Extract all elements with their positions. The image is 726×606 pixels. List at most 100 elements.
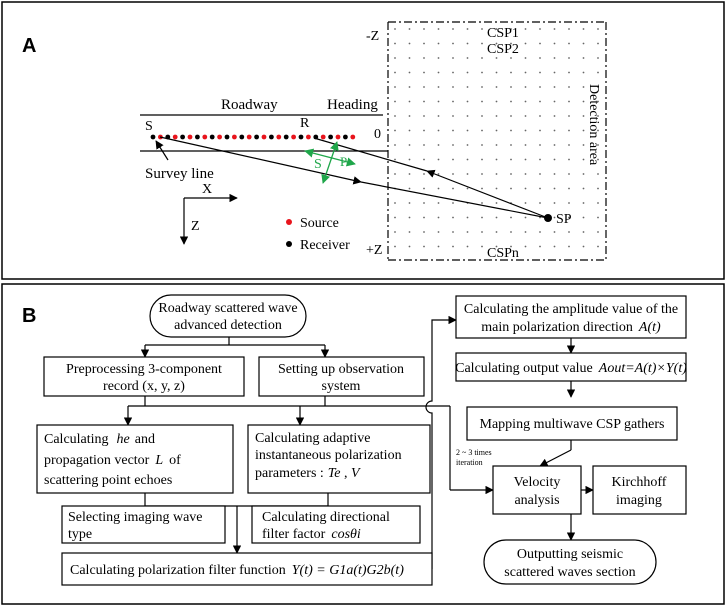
p-wave-polarization bbox=[304, 148, 356, 167]
imaging-type-box bbox=[61, 505, 226, 544]
velocity-line2: analysis bbox=[514, 493, 559, 508]
source-point bbox=[187, 134, 193, 140]
calc-he-box bbox=[36, 424, 234, 494]
panel-b: B Roadway scattered wave advanced detect… bbox=[1, 283, 725, 605]
source-point bbox=[261, 134, 267, 140]
filter-fn-line: Calculating polarization filter function… bbox=[70, 563, 404, 578]
s-wave-label: S bbox=[314, 157, 322, 172]
panel-b-frame bbox=[1, 283, 725, 605]
amplitude-box bbox=[455, 295, 687, 339]
kirchhoff-line1: Kirchhoff bbox=[612, 475, 667, 490]
adaptive-line1: Calculating adaptive bbox=[255, 431, 370, 446]
receiver-point bbox=[209, 134, 215, 140]
conn-filter-to-amplitude bbox=[425, 315, 457, 569]
filter-fn-box bbox=[61, 552, 433, 586]
iteration-line1: 2 ~ 3 times bbox=[456, 448, 492, 457]
receiver-point bbox=[269, 134, 274, 140]
source-point bbox=[202, 134, 208, 140]
iteration-line2: iteration bbox=[456, 458, 483, 467]
receiver-point bbox=[343, 134, 348, 140]
pos-z-label: +Z bbox=[366, 243, 382, 258]
start-box bbox=[149, 294, 307, 338]
calc-he-line3: scattering point echoes bbox=[44, 473, 172, 488]
panel-a-frame bbox=[1, 1, 725, 280]
csp1-label: CSP1 bbox=[487, 26, 519, 41]
receiver-point bbox=[283, 134, 289, 140]
observation-box bbox=[258, 356, 425, 397]
source-point bbox=[276, 134, 282, 140]
mapping-box bbox=[466, 406, 678, 441]
start-box-line1: Roadway scattered wave bbox=[158, 301, 297, 316]
zero-label: 0 bbox=[374, 127, 381, 142]
receiver-point bbox=[180, 134, 186, 140]
z-axis-label: Z bbox=[191, 219, 200, 234]
detection-area-grid bbox=[388, 22, 606, 260]
panel-a: A -Z +Z 0 CSP1 CSP2 CSPn Detection area … bbox=[1, 1, 725, 280]
receiver-point bbox=[254, 134, 259, 140]
observation-line2: system bbox=[322, 379, 361, 394]
panel-b-letter: B bbox=[22, 305, 36, 327]
p-wave-label: P bbox=[340, 154, 347, 169]
velocity-line1: Velocity bbox=[514, 475, 561, 490]
cspn-label: CSPn bbox=[487, 246, 519, 261]
start-box-line2: advanced detection bbox=[174, 318, 282, 333]
receiver-point bbox=[328, 134, 333, 140]
s-point-label: S bbox=[145, 119, 153, 134]
preprocess-box bbox=[43, 356, 245, 397]
source-point bbox=[306, 134, 311, 140]
preprocess-line2: record (x, y, z) bbox=[103, 379, 185, 394]
amplitude-line1: Calculating the amplitude value of the bbox=[464, 302, 678, 317]
heading-label: Heading bbox=[327, 97, 378, 113]
source-point bbox=[172, 134, 178, 140]
ray-sp-to-receiver-arrow bbox=[426, 169, 549, 219]
sp-label: SP bbox=[556, 212, 572, 227]
survey-line-label: Survey line bbox=[145, 166, 214, 182]
source-point bbox=[246, 134, 252, 140]
source-point bbox=[320, 134, 326, 140]
source-point bbox=[232, 134, 237, 140]
outputting-box bbox=[483, 539, 657, 585]
csp2-label: CSP2 bbox=[487, 42, 519, 57]
mapping-line: Mapping multiwave CSP gathers bbox=[480, 417, 665, 432]
observation-line1: Setting up observation bbox=[278, 362, 404, 377]
legend-receiver-label: Receiver bbox=[300, 238, 350, 253]
source-point bbox=[335, 134, 341, 140]
adaptive-box bbox=[247, 424, 431, 494]
legend-receiver-marker bbox=[286, 241, 292, 247]
output-value-box bbox=[455, 352, 687, 382]
imaging-type-line2: type bbox=[68, 527, 92, 542]
outputting-line2: scattered waves section bbox=[504, 565, 635, 580]
imaging-type-line1: Selecting imaging wave bbox=[68, 510, 203, 525]
directional-box bbox=[251, 505, 421, 544]
x-axis-label: X bbox=[202, 182, 212, 197]
scatter-point bbox=[544, 214, 552, 222]
survey-line-points bbox=[150, 134, 356, 140]
conn-mapping-to-velocity bbox=[539, 449, 572, 467]
r-point-label: R bbox=[300, 116, 310, 131]
outputting-line1: Outputting seismic bbox=[517, 547, 623, 562]
kirchhoff-box bbox=[592, 465, 687, 515]
source-point bbox=[291, 134, 296, 140]
kirchhoff-line2: imaging bbox=[616, 493, 662, 508]
detection-area-label: Detection area bbox=[586, 84, 601, 166]
panel-a-letter: A bbox=[22, 35, 36, 57]
adaptive-line2: instantaneous polarization bbox=[255, 448, 402, 463]
survey-line-pointer bbox=[155, 140, 169, 161]
ray-source-to-sp bbox=[360, 181, 549, 219]
source-point bbox=[350, 134, 356, 140]
preprocess-line1: Preprocessing 3-component bbox=[66, 362, 222, 377]
receiver-point bbox=[239, 134, 245, 140]
receiver-point bbox=[298, 134, 304, 140]
receiver-point bbox=[224, 134, 230, 140]
roadway-label: Roadway bbox=[221, 97, 278, 113]
directional-line1: Calculating directional bbox=[262, 510, 390, 525]
legend-source-marker bbox=[286, 219, 292, 225]
velocity-box bbox=[492, 465, 582, 515]
receiver-point bbox=[150, 134, 156, 140]
neg-z-label: -Z bbox=[366, 29, 379, 44]
